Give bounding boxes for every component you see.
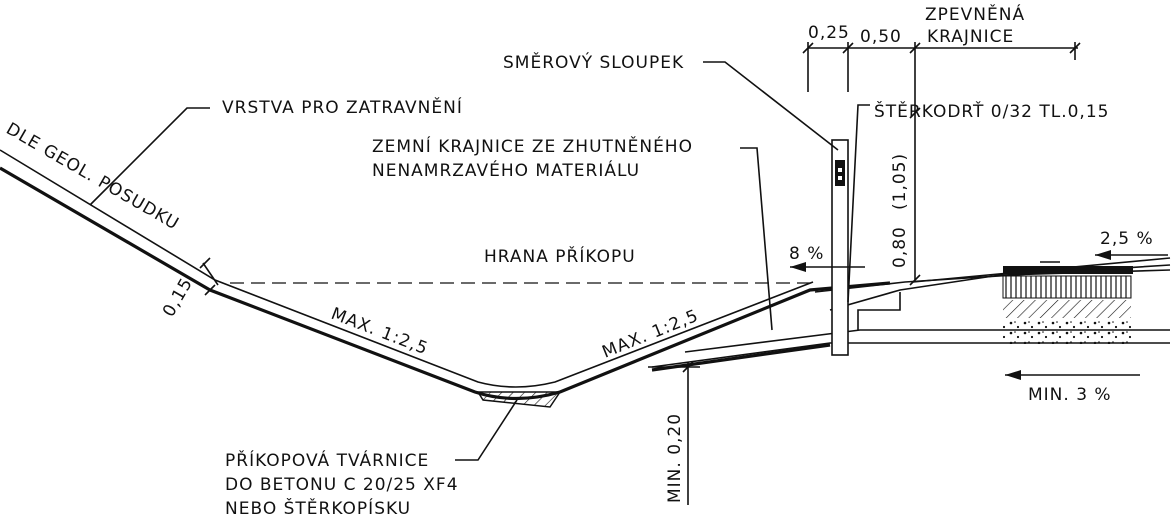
label-min-020: MIN. 0,20 xyxy=(665,413,685,503)
label-zpevnena-1: ZPEVNĚNÁ xyxy=(925,3,1025,25)
label-slope-8: 8 % xyxy=(789,244,824,264)
leader-lines xyxy=(89,61,870,461)
min-020-dim xyxy=(648,361,700,505)
base-layer xyxy=(1002,275,1132,299)
label-dim-080: 0,80 xyxy=(890,226,910,268)
direction-post xyxy=(831,139,849,356)
label-dle-geol: DLE GEOL. POSUDKU xyxy=(3,119,183,235)
label-dim-050: 0,50 xyxy=(860,27,902,47)
label-dim-015: 0,15 xyxy=(159,274,197,320)
top-dimensions xyxy=(802,42,1081,286)
subbase-layer xyxy=(1003,300,1131,318)
ditch-block xyxy=(476,391,562,408)
label-vrstva: VRSTVA PRO ZATRAVNĚNÍ xyxy=(222,96,463,118)
gravel-layer xyxy=(1003,320,1131,344)
label-prikopova-3: NEBO ŠTĚRKOPÍSKU xyxy=(225,497,411,519)
left-slope xyxy=(0,149,891,401)
label-prikopova-2: DO BETONU C 20/25 XF4 xyxy=(225,475,459,495)
label-zemni-2: NENAMRZAVÉHO MATERIÁLU xyxy=(372,159,640,181)
label-prikopova-1: PŘÍKOPOVÁ TVÁRNICE xyxy=(225,449,429,471)
left-thickness-dim xyxy=(199,257,219,296)
label-hrana: HRANA PŘÍKOPU xyxy=(484,245,636,267)
label-sterkodrt: ŠTĚRKODRŤ 0/32 TL.0,15 xyxy=(874,100,1109,122)
label-smerovy: SMĚROVÝ SLOUPEK xyxy=(503,51,684,73)
label-slope-25: 2,5 % xyxy=(1100,229,1154,249)
slope-arrows xyxy=(790,250,1168,380)
label-zpevnena-2: KRAJNICE xyxy=(927,27,1014,47)
label-zemni-1: ZEMNÍ KRAJNICE ZE ZHUTNĚNÉHO xyxy=(372,135,693,157)
asphalt-layer xyxy=(1003,266,1133,274)
label-dim-025: 0,25 xyxy=(808,23,850,43)
label-max-left: MAX. 1:2,5 xyxy=(328,304,431,359)
label-dim-105: (1,05) xyxy=(890,153,910,210)
label-min-3: MIN. 3 % xyxy=(1028,385,1112,405)
